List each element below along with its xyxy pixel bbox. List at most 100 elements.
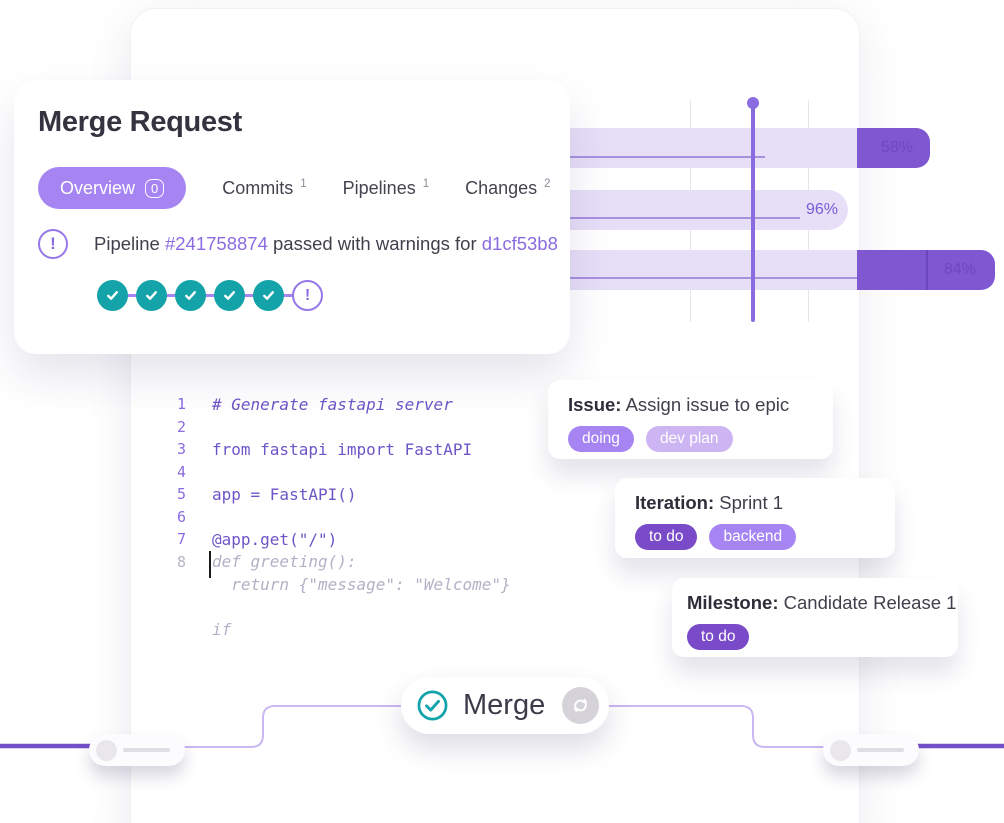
code-line: 2 — [170, 416, 511, 439]
iteration-card: Iteration: Sprint 1 to do backend — [615, 478, 895, 558]
code-line: 6 — [170, 506, 511, 529]
code-line-ghost-suggestion: if — [170, 618, 511, 641]
code-editor[interactable]: 1 # Generate fastapi server 2 3 from fasta… — [170, 393, 511, 641]
status-prefix: Pipeline — [94, 233, 165, 254]
code-line-text: app = FastAPI() — [212, 484, 357, 504]
tab-commits-count: 1 — [300, 177, 307, 190]
line-number: 7 — [176, 530, 186, 549]
tag-dev-plan[interactable]: dev plan — [645, 426, 733, 452]
refresh-button[interactable] — [562, 687, 599, 724]
milestone-card-label: Milestone: — [687, 592, 779, 613]
pipeline-status-row: ! Pipeline #241758874 passed with warnin… — [38, 229, 558, 259]
commit-sha-link[interactable]: d1cf53b8 — [481, 233, 558, 254]
pipeline-status-text: Pipeline #241758874 passed with warnings… — [94, 233, 558, 255]
check-icon — [107, 291, 118, 300]
tag-doing[interactable]: doing — [568, 426, 634, 452]
code-line-text: @app.get("/") — [212, 529, 338, 549]
iteration-card-value: Sprint 1 — [719, 492, 784, 513]
tag-row: to do — [687, 624, 943, 650]
code-line-text: # Generate fastapi server — [212, 394, 453, 414]
tag-row: doing dev plan — [568, 426, 813, 452]
tab-pipelines[interactable]: Pipelines 1 — [343, 178, 429, 199]
tab-pipelines-label: Pipelines — [342, 177, 416, 198]
issue-card-value: Assign issue to epic — [625, 394, 790, 415]
line-number: 1 — [176, 395, 186, 414]
node-pill-left — [89, 734, 185, 766]
code-line-ghost-suggestion — [170, 596, 511, 619]
chart-value-label: 84% — [944, 261, 977, 278]
tag-to-do[interactable]: to do — [635, 524, 698, 550]
stage-passed-icon[interactable] — [253, 280, 284, 311]
chart-value-label: 58% — [881, 139, 914, 156]
refresh-icon — [573, 698, 588, 713]
tab-changes-count: 2 — [544, 177, 551, 190]
tab-commits[interactable]: Commits 1 — [222, 178, 306, 199]
tab-changes[interactable]: Changes 2 — [465, 178, 550, 199]
code-line-ghost-suggestion: return {"message": "Welcome"} — [170, 573, 511, 596]
merge-button[interactable]: Merge — [401, 677, 609, 734]
chart-bar-divider — [926, 250, 928, 290]
stage-passed-icon[interactable] — [214, 280, 245, 311]
line-number: 3 — [176, 440, 186, 459]
chart-bar-fill — [857, 128, 930, 168]
line-number: 5 — [176, 485, 186, 504]
code-line-text: def greeting(): — [212, 552, 357, 572]
tab-overview[interactable]: Overview 0 — [38, 167, 187, 209]
code-line: 3 from fastapi import FastAPI — [170, 438, 511, 461]
stage-passed-icon[interactable] — [136, 280, 167, 311]
node-line — [857, 748, 904, 752]
code-line: 5 app = FastAPI() — [170, 483, 511, 506]
stage-passed-icon[interactable] — [97, 280, 128, 311]
pipeline-stages: ! — [97, 280, 323, 311]
node-circle — [830, 739, 851, 761]
code-line-text: from fastapi import FastAPI — [212, 439, 473, 459]
code-line-ghost-suggestion: 8 def greeting(): — [170, 551, 511, 574]
stage-passed-icon[interactable] — [175, 280, 206, 311]
code-line-text: if — [212, 619, 232, 639]
milestone-card-title: Milestone: Candidate Release 1 — [687, 592, 956, 614]
node-circle — [96, 739, 117, 761]
tab-overview-badge: 0 — [145, 178, 165, 198]
pipeline-id-link[interactable]: #241758874 — [164, 233, 268, 254]
tag-to-do[interactable]: to do — [687, 624, 750, 650]
code-line-text: return {"message": "Welcome"} — [212, 574, 511, 594]
check-circle-icon — [417, 690, 448, 721]
check-icon — [224, 291, 235, 300]
code-line: 1 # Generate fastapi server — [170, 393, 511, 416]
page-title: Merge Request — [38, 106, 242, 138]
line-number: 4 — [176, 462, 186, 481]
line-number: 2 — [176, 417, 186, 436]
node-line — [123, 748, 170, 752]
tab-changes-label: Changes — [465, 177, 538, 198]
check-icon — [263, 291, 274, 300]
text-cursor — [209, 551, 211, 578]
warning-circle-icon: ! — [38, 229, 68, 259]
code-line: 7 @app.get("/") — [170, 528, 511, 551]
iteration-card-label: Iteration: — [635, 492, 715, 513]
line-number: 8 — [176, 552, 186, 571]
check-icon — [185, 291, 196, 300]
tag-row: to do backend — [635, 524, 875, 550]
tag-backend[interactable]: backend — [709, 524, 797, 550]
tab-overview-label: Overview — [60, 177, 136, 198]
merge-button-label: Merge — [463, 689, 546, 721]
issue-card-label: Issue: — [568, 394, 622, 415]
stage-warning-icon[interactable]: ! — [292, 280, 323, 311]
issue-card-title: Issue: Assign issue to epic — [568, 394, 813, 416]
milestone-card: Milestone: Candidate Release 1 to do — [672, 578, 958, 657]
issue-card: Issue: Assign issue to epic doing dev pl… — [548, 380, 833, 459]
node-pill-right — [823, 734, 919, 766]
code-line: 4 — [170, 461, 511, 484]
line-number: 6 — [176, 507, 186, 526]
stage-row: ! — [97, 280, 323, 311]
tab-bar: Overview 0 Commits 1 Pipelines 1 Changes 2 — [38, 167, 551, 209]
milestone-card-value: Candidate Release 1 — [783, 592, 957, 613]
merge-request-card: Merge Request Overview 0 Commits 1 Pipeli… — [14, 80, 570, 354]
chart-bar-fill — [857, 250, 995, 290]
tab-commits-label: Commits — [222, 177, 294, 198]
tab-pipelines-count: 1 — [422, 177, 430, 190]
check-icon — [146, 291, 157, 300]
stage-connector-line — [109, 294, 311, 297]
status-middle: passed with warnings for — [267, 233, 482, 254]
